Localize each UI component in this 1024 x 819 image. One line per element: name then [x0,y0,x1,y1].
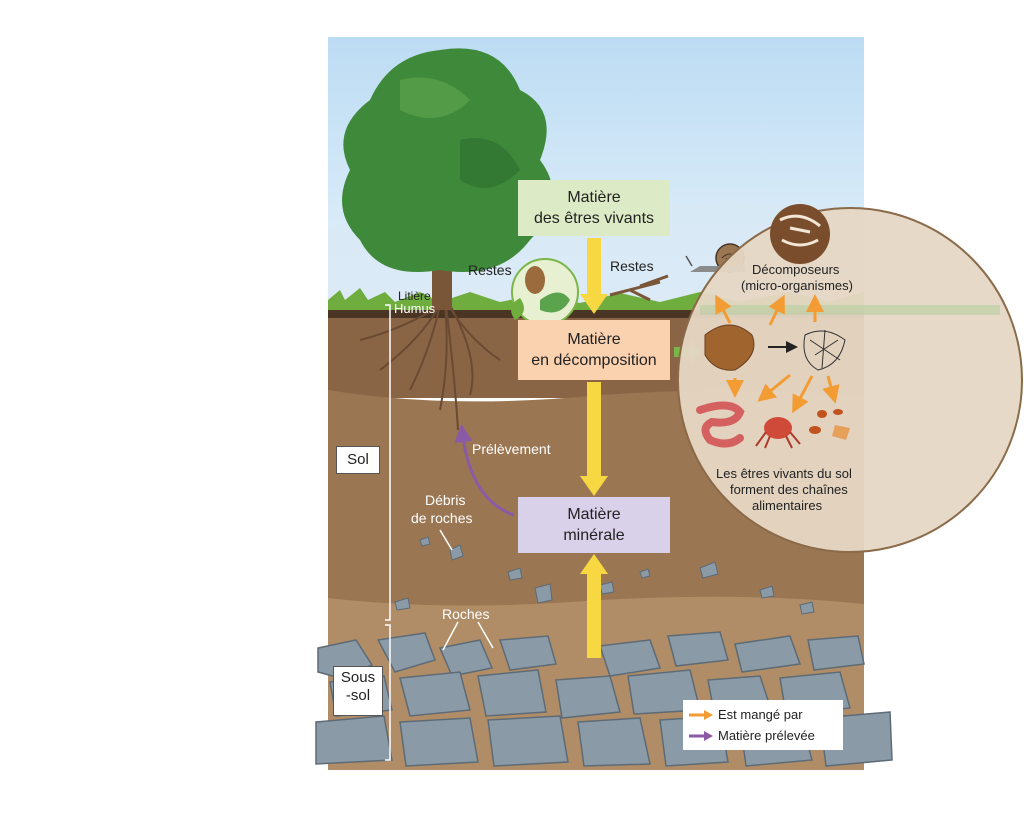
orange-arrows [715,294,840,414]
box-decomposition-matter: Matière en décomposition [518,320,670,380]
restes-inset [511,258,579,326]
label-chains-2: forment des chaînes [730,482,848,497]
litter-layer [328,310,864,318]
side-label-sous-sol: Sous -sol [333,666,383,716]
box-living-line2: des êtres vivants [533,210,655,227]
arrow-living-to-decomp [587,238,601,296]
bracket-sous-sol [385,624,391,761]
mite [755,417,801,449]
label-chains-1: Les êtres vivants du sol [716,466,852,481]
box-mineral-matter: Matière minérale [518,497,670,553]
label-decomposeurs-1: Décomposeurs [752,262,840,277]
purple-arrow-icon [689,730,713,741]
legend-row-eaten: Est mangé par [689,707,803,722]
legend: Est mangé par Matière prélevée [683,700,843,750]
label-litiere: Litière [398,289,431,303]
arrow-decomp-to-mineral [587,382,601,478]
box-decomp-line1: Matière [567,331,621,348]
label-debris-2: de roches [411,510,473,526]
legend-taken-text: Matière prélevée [718,728,815,743]
label-debris-1: Débris [425,492,466,508]
box-mineral-line1: Matière [567,506,621,523]
twigs [609,274,669,302]
dead-leaf [704,324,755,371]
tree-canopy [342,48,553,273]
label-restes-left: Restes [468,262,512,278]
box-living-matter: Matière des êtres vivants [518,180,670,236]
side-label-sol: Sol [336,446,380,474]
label-prelevement: Prélèvement [472,441,551,457]
bracket-sol [385,304,391,621]
food-web-circle [677,207,1023,553]
legend-eaten-text: Est mangé par [718,707,803,722]
tree-roots [359,304,501,431]
label-chains-3: alimentaires [752,498,823,513]
box-decomp-line2: en décomposition [531,352,657,369]
legend-row-taken: Matière prélevée [689,728,815,743]
orange-arrow-icon [689,709,713,720]
label-decomposeurs-2: (micro-organismes) [741,278,853,293]
side-sous-sol-line1: Sous [340,669,376,686]
label-humus: Humus [394,301,436,316]
side-sous-sol-line2: -sol [345,687,371,704]
arrow-prelevement [454,424,515,517]
micro-organisms-inset [770,204,830,264]
box-mineral-line2: minérale [563,527,625,544]
box-living-line1: Matière [567,189,621,206]
decomposed-leaf [803,329,846,371]
earthworm [696,401,745,448]
arrow-rock-to-mineral [587,572,601,658]
small-insects [809,409,850,440]
label-roches: Roches [442,606,490,622]
rock-debris [394,536,815,615]
side-sol-text: Sol [347,451,369,468]
label-restes-right: Restes [610,258,654,274]
roches-pointers [439,529,494,651]
